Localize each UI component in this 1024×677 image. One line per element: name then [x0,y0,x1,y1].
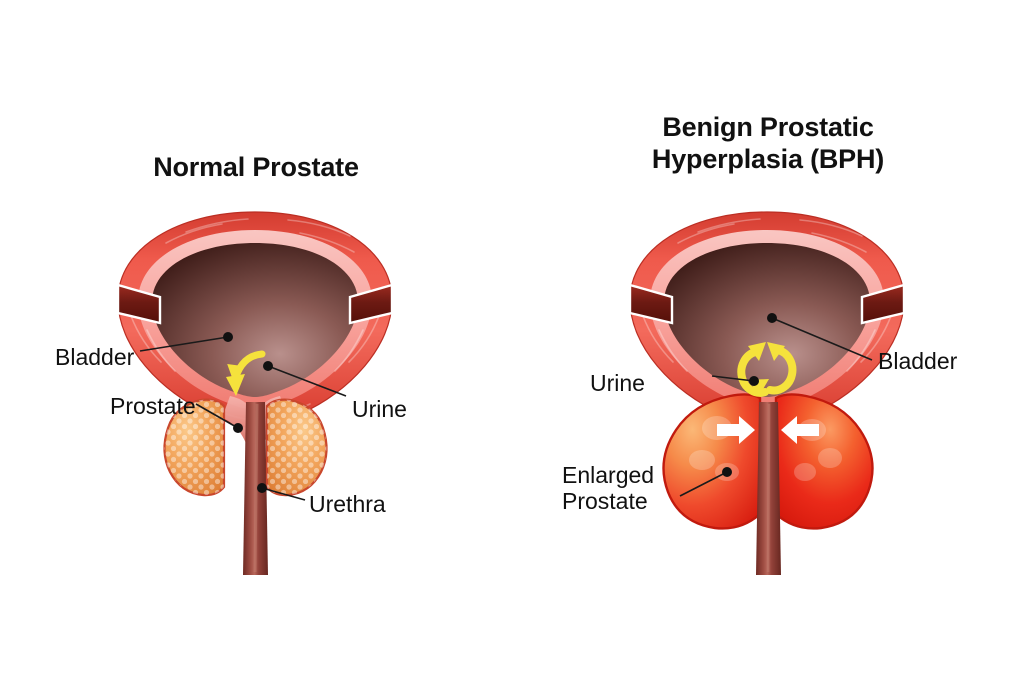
panel-bph: Benign Prostatic Hyperplasia (BPH) [512,0,1024,677]
leader-lines-bph [679,317,873,497]
urine-flow-arrow-normal [226,350,266,396]
label-urine-bph: Urine [590,370,645,396]
label-bladder-normal: Bladder [55,344,135,370]
prostate-normal [163,398,328,497]
label-bladder-bph: Bladder [878,348,958,374]
label-urethra-normal: Urethra [309,491,386,517]
bladder-wall-normal [117,211,393,429]
panel-title-normal: Normal Prostate [153,152,359,182]
ureter-stubs-bph [628,283,906,325]
label-urine-normal: Urine [352,396,407,422]
leader-lines-normal [139,336,347,501]
compression-arrows-bph [717,416,819,444]
bladder-wall-bph [629,211,905,429]
urethra-normal [243,402,268,575]
figure-normal-prostate [116,211,394,575]
label-enlarged-prostate-bph: Enlarged Prostate [562,462,655,515]
label-prostate-normal: Prostate [110,393,196,419]
ureter-stubs-normal [116,283,394,325]
panel-normal-prostate: Normal Prostate [55,152,407,575]
figure-bph [628,211,906,575]
leader-dots-bph [722,313,777,477]
urethra-bph [756,402,781,575]
panel-title-bph: Benign Prostatic Hyperplasia (BPH) [651,112,885,174]
leader-dots-normal [223,332,273,493]
